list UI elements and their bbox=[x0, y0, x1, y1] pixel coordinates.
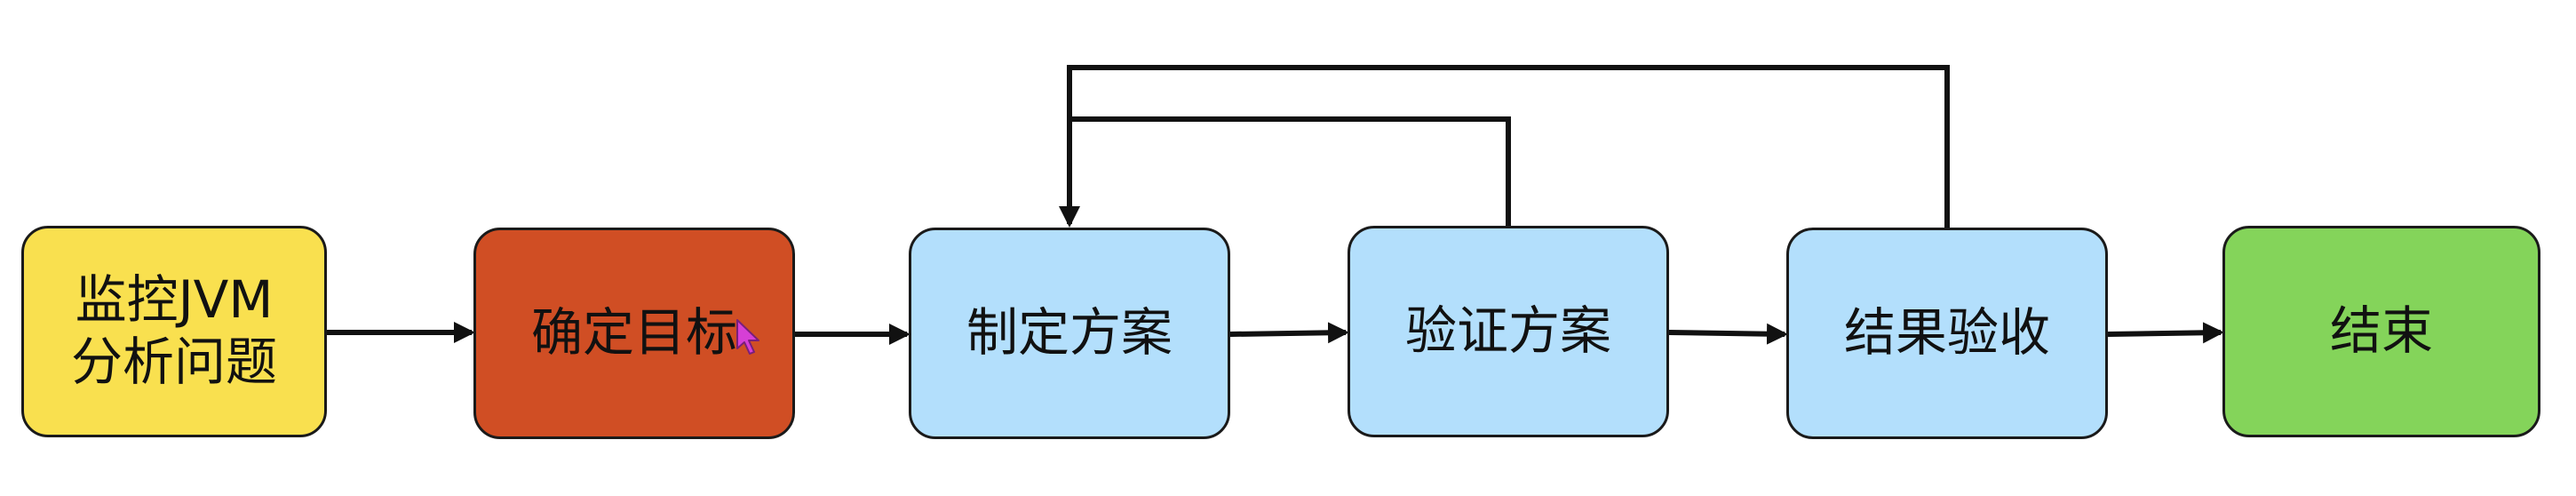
arrow-accept-to-end bbox=[2107, 322, 2224, 344]
mouse-pointer-icon bbox=[736, 319, 759, 355]
node-end: 结束 bbox=[2222, 226, 2540, 437]
arrow-verify-to-accept bbox=[1668, 323, 1788, 345]
node-result-acceptance: 结果验收 bbox=[1786, 228, 2108, 439]
node-verify-plan: 验证方案 bbox=[1348, 226, 1669, 437]
feedback-accept-to-plan bbox=[1059, 65, 1950, 228]
node-monitor-jvm: 监控JVM 分析问题 bbox=[21, 226, 327, 437]
feedback-verify-to-plan bbox=[1069, 116, 1511, 226]
arrow-plan-to-verify bbox=[1229, 322, 1349, 344]
node-make-plan: 制定方案 bbox=[909, 228, 1230, 439]
